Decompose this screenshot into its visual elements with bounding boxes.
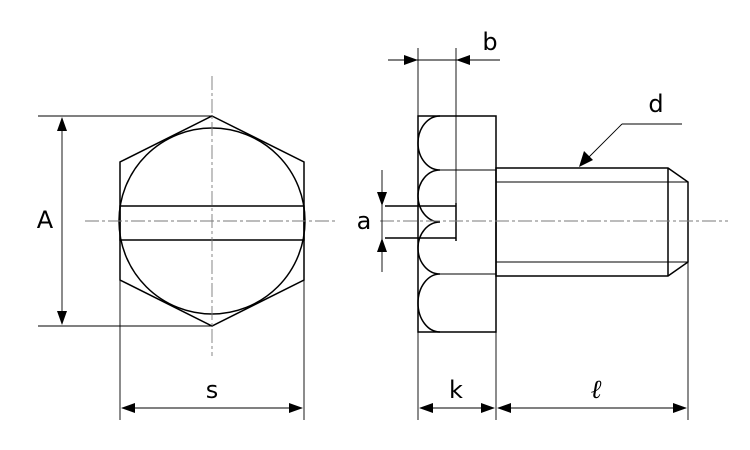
label-s: s — [206, 376, 219, 404]
dimension-A: A — [37, 115, 212, 327]
arrowhead — [289, 403, 303, 413]
head-chamfer-arc — [417, 115, 441, 333]
arrowhead — [57, 117, 67, 131]
label-b: b — [482, 28, 497, 56]
arrowhead — [579, 151, 593, 167]
arrowhead — [497, 403, 511, 413]
label-a: a — [357, 207, 372, 235]
arrowhead — [121, 403, 135, 413]
leader-diagonal — [585, 123, 623, 161]
dimension-l: ℓ — [497, 262, 689, 420]
label-k: k — [449, 376, 463, 404]
arrowhead — [456, 55, 470, 65]
dimension-s: s — [119, 280, 305, 420]
dimension-a: a — [357, 170, 387, 272]
label-d: d — [648, 90, 663, 118]
arrowhead — [404, 55, 418, 65]
shank-outline — [495, 167, 689, 277]
arrowhead — [673, 403, 687, 413]
label-l: ℓ — [591, 375, 602, 405]
dimension-b: b — [388, 28, 500, 203]
arrowhead — [419, 403, 433, 413]
arrowhead — [377, 238, 387, 252]
dimension-k: k — [417, 276, 497, 420]
end-view — [85, 76, 338, 356]
arrowhead — [377, 192, 387, 206]
arrowhead — [481, 403, 495, 413]
leader-d: d — [579, 90, 682, 167]
head-side — [417, 115, 497, 333]
label-A: A — [37, 206, 54, 234]
arrowhead — [57, 311, 67, 325]
side-view — [380, 115, 728, 333]
